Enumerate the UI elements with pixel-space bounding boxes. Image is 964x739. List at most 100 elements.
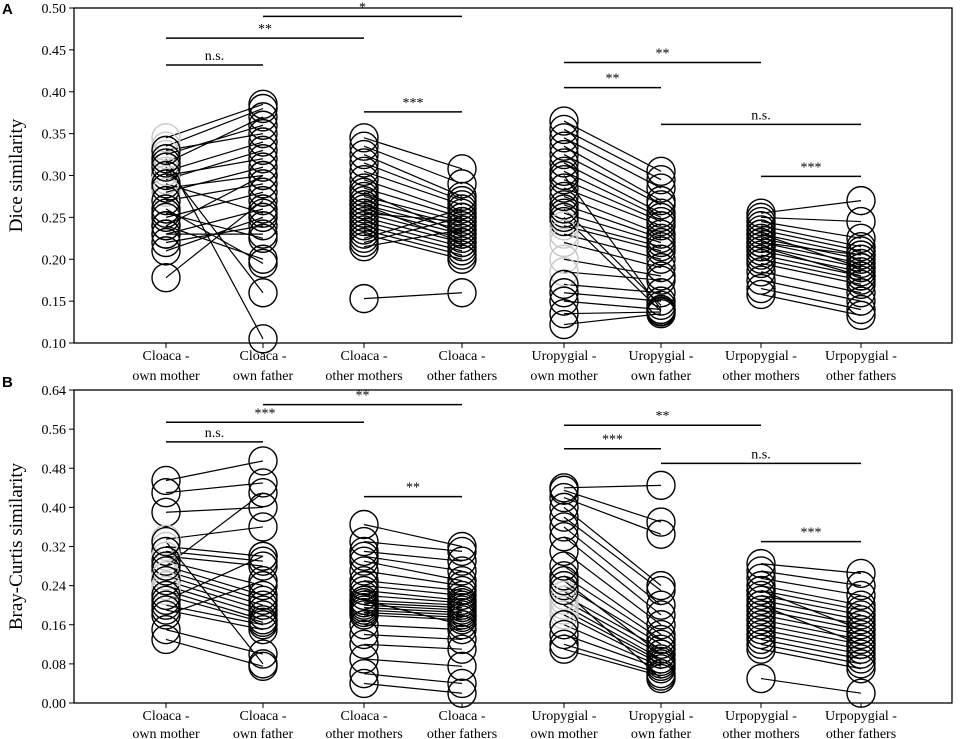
data-point [248,551,278,581]
significance-label: *** [255,406,276,421]
data-point [549,114,579,145]
data-point [646,265,676,295]
pair-line [563,179,662,223]
data-point [549,309,579,340]
significance-label: *** [403,96,424,111]
data-point [549,600,579,630]
pair-line [563,594,662,650]
data-point [151,531,181,562]
x-tick-label: Uropygial - [629,709,694,724]
data-point [151,556,181,586]
data-point [746,634,776,664]
x-tick-label: own mother [132,369,200,384]
pair-line [363,599,463,626]
pair-line [165,166,264,294]
pair-line [363,220,463,248]
data-point [549,482,579,513]
data-point [447,546,477,576]
data-point [447,227,477,258]
pair-line [760,563,862,574]
pair-line [165,580,264,611]
y-tick-label: 0.56 [42,423,67,438]
pair-line [760,609,862,631]
data-point [746,548,776,579]
pair-line [563,604,662,660]
pair-line [563,120,662,172]
pair-line [760,648,862,670]
data-point [248,546,278,576]
data-point [846,269,876,300]
pair-line [760,246,862,269]
pair-line [363,599,463,606]
data-point [746,279,776,310]
pair-line [563,575,662,640]
significance-label: ** [656,409,670,424]
pair-line [165,492,264,567]
data-point [646,654,676,684]
significance-label: ** [406,481,420,496]
pair-line [563,643,662,675]
data-point [349,190,379,220]
data-point [151,561,181,591]
y-tick-label: 0.45 [42,44,67,59]
pair-line [563,137,662,189]
pair-line [563,516,662,591]
data-point [447,570,477,601]
pair-line [760,629,862,650]
data-point [447,651,477,682]
data-point [248,110,278,140]
x-tick-label: other mothers [325,369,402,384]
data-point [549,202,579,233]
y-tick-label: 0.15 [42,295,67,310]
significance-label: n.s. [205,426,224,441]
pair-line [363,555,463,572]
data-point [746,231,776,262]
significance-label: ** [356,389,370,404]
pair-line [563,258,662,277]
data-point [549,269,579,300]
data-point [646,236,676,266]
data-point [549,634,579,664]
data-point [447,605,477,635]
data-point [151,600,181,630]
data-point [151,219,181,249]
pair-line [760,220,862,239]
data-point [447,624,477,655]
pair-line [165,200,264,279]
data-point [549,211,579,241]
data-point [447,531,477,562]
data-point [248,610,278,640]
data-point [746,265,776,295]
data-point [248,223,278,254]
data-point [846,654,876,684]
pair-line [165,560,264,587]
pair-line [563,300,662,311]
pair-line [165,526,264,540]
pair-line [760,585,862,606]
data-point [746,595,776,625]
pair-line [760,633,862,655]
data-point [646,610,676,640]
data-point [549,570,579,601]
data-point [151,570,181,601]
pair-line [760,577,862,596]
data-point [646,173,676,203]
data-point [248,127,278,157]
significance-label: *** [801,526,822,541]
x-tick-label: Cloaca - [142,349,189,364]
data-point [746,624,776,655]
data-point [549,106,579,136]
data-point [151,546,181,576]
data-point [447,536,477,567]
data-point [349,139,379,170]
data-point [646,470,676,501]
data-point [549,536,579,567]
pair-line [363,145,463,185]
x-tick-label: Urpopygial - [825,349,897,364]
data-point [646,278,676,308]
panel-letter: B [2,374,13,391]
data-point [846,580,876,611]
data-point [248,446,278,476]
data-point [846,185,876,216]
data-point [447,219,477,249]
